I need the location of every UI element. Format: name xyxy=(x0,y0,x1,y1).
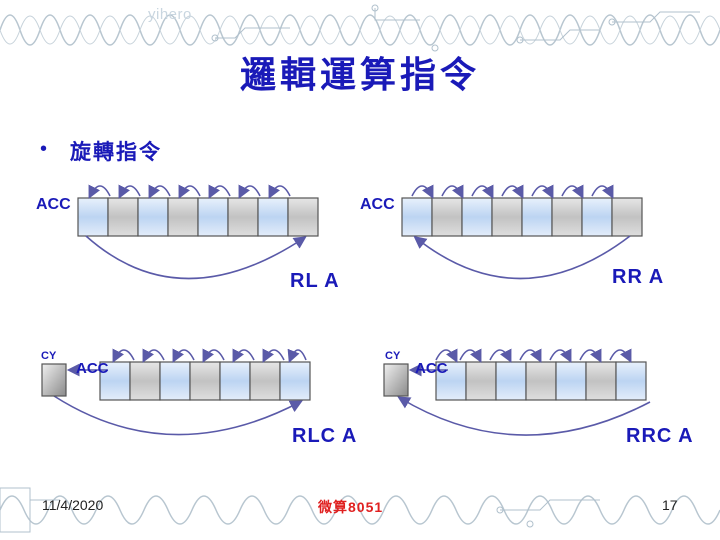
rlc-bit-cell xyxy=(219,361,251,401)
rl-acc-label: ACC xyxy=(36,196,71,213)
rl-wrap-arrow xyxy=(85,235,307,280)
rl-small-arrow xyxy=(268,184,291,199)
rrc-bit-cell xyxy=(525,361,557,401)
rrc-cy-label: CY xyxy=(385,350,401,362)
rlc-bit-cell xyxy=(129,361,161,401)
rr-bit-cell xyxy=(611,197,643,237)
rrc-bit-cell xyxy=(465,361,497,401)
rlc-small-arrow xyxy=(142,348,165,363)
rrc-bit-cell xyxy=(585,361,617,401)
top-decoration-band xyxy=(0,0,720,60)
rr-bit-cell xyxy=(491,197,523,237)
rr-small-arrow xyxy=(441,184,464,199)
rl-bit-cell xyxy=(137,197,169,237)
rl-arrows xyxy=(85,184,307,280)
rr-small-arrow xyxy=(531,184,554,199)
rr-bit-row xyxy=(401,197,643,237)
rlc-bit-cell xyxy=(159,361,191,401)
rlc-bit-cell xyxy=(279,361,311,401)
rlc-small-arrow xyxy=(172,348,195,363)
rrc-bit-cell xyxy=(615,361,647,401)
rr-small-arrow xyxy=(411,184,434,199)
rr-small-arrow xyxy=(591,184,614,199)
rr-bit-cell xyxy=(521,197,553,237)
rl-bit-cell xyxy=(77,197,109,237)
rl-bit-cell xyxy=(257,197,289,237)
rr-bit-cell xyxy=(431,197,463,237)
footer-date: 11/4/2020 xyxy=(42,497,104,513)
rlc-small-arrow xyxy=(112,348,135,363)
rrc-wrap-arrow xyxy=(397,396,651,436)
bottom-decoration-band xyxy=(0,480,720,540)
rr-wrap-arrow xyxy=(413,235,631,280)
rrc-small-arrow xyxy=(489,348,512,363)
rrc-bit-cell xyxy=(495,361,527,401)
rr-bit-cell xyxy=(581,197,613,237)
rrc-small-arrow xyxy=(579,348,602,363)
rr-bit-cell xyxy=(461,197,493,237)
rlc-arrows xyxy=(53,348,307,436)
rrc-bit-cell xyxy=(555,361,587,401)
rrc-small-arrow xyxy=(549,348,572,363)
footer-course-title: 微算8051 xyxy=(318,499,384,515)
rrc-acc-label: ACC xyxy=(415,360,448,377)
rlc-small-arrow xyxy=(262,348,285,363)
rl-bit-cell xyxy=(227,197,259,237)
rlc-bit-cell xyxy=(189,361,221,401)
rlc-small-arrow xyxy=(287,348,307,363)
rrc-small-arrow xyxy=(459,348,482,363)
rlc-instruction: RLC A xyxy=(292,425,358,447)
bullet-text: 旋轉指令 xyxy=(70,139,162,164)
rr-small-arrow xyxy=(561,184,584,199)
rl-instruction: RL A xyxy=(290,270,340,292)
rlc-bit-cell xyxy=(249,361,281,401)
rr-bit-cell xyxy=(551,197,583,237)
rl-small-arrow xyxy=(238,184,261,199)
rl-small-arrow xyxy=(178,184,201,199)
rlc-small-arrow xyxy=(202,348,225,363)
footer-page-number: 17 xyxy=(662,497,678,513)
rrc-bit-cell xyxy=(435,361,467,401)
rl-small-arrow xyxy=(208,184,231,199)
rl-bit-cell xyxy=(107,197,139,237)
rl-small-arrow xyxy=(88,184,111,199)
rrc-small-arrow xyxy=(435,348,458,363)
rrc-small-arrow xyxy=(519,348,542,363)
slide-title: 邏輯運算指令 xyxy=(239,54,480,96)
rr-bit-cell xyxy=(401,197,433,237)
rl-bit-cell xyxy=(167,197,199,237)
rl-small-arrow xyxy=(148,184,171,199)
rl-small-arrow xyxy=(118,184,141,199)
rl-bit-cell xyxy=(287,197,319,237)
rlc-bit-row xyxy=(99,361,311,401)
rr-instruction: RR A xyxy=(612,266,665,288)
rr-acc-label: ACC xyxy=(360,196,395,213)
rrc-small-arrow xyxy=(609,348,632,363)
rrc-instruction: RRC A xyxy=(626,425,694,447)
rlc-cy-label: CY xyxy=(41,350,57,362)
rl-bit-cell xyxy=(197,197,229,237)
bullet-marker: • xyxy=(40,138,48,160)
rrc-arrows xyxy=(397,348,651,436)
watermark-text: yihero xyxy=(148,6,192,23)
rlc-small-arrow xyxy=(232,348,255,363)
rr-small-arrow xyxy=(471,184,494,199)
rlc-acc-label: ACC xyxy=(76,360,109,377)
rlc-wrap-arrow xyxy=(53,395,303,436)
rr-arrows xyxy=(411,184,631,280)
rrc-bit-row xyxy=(435,361,647,401)
rl-bit-row xyxy=(77,197,319,237)
rr-small-arrow xyxy=(501,184,524,199)
rrc-cy-box xyxy=(383,363,409,397)
rlc-cy-box xyxy=(41,363,67,397)
